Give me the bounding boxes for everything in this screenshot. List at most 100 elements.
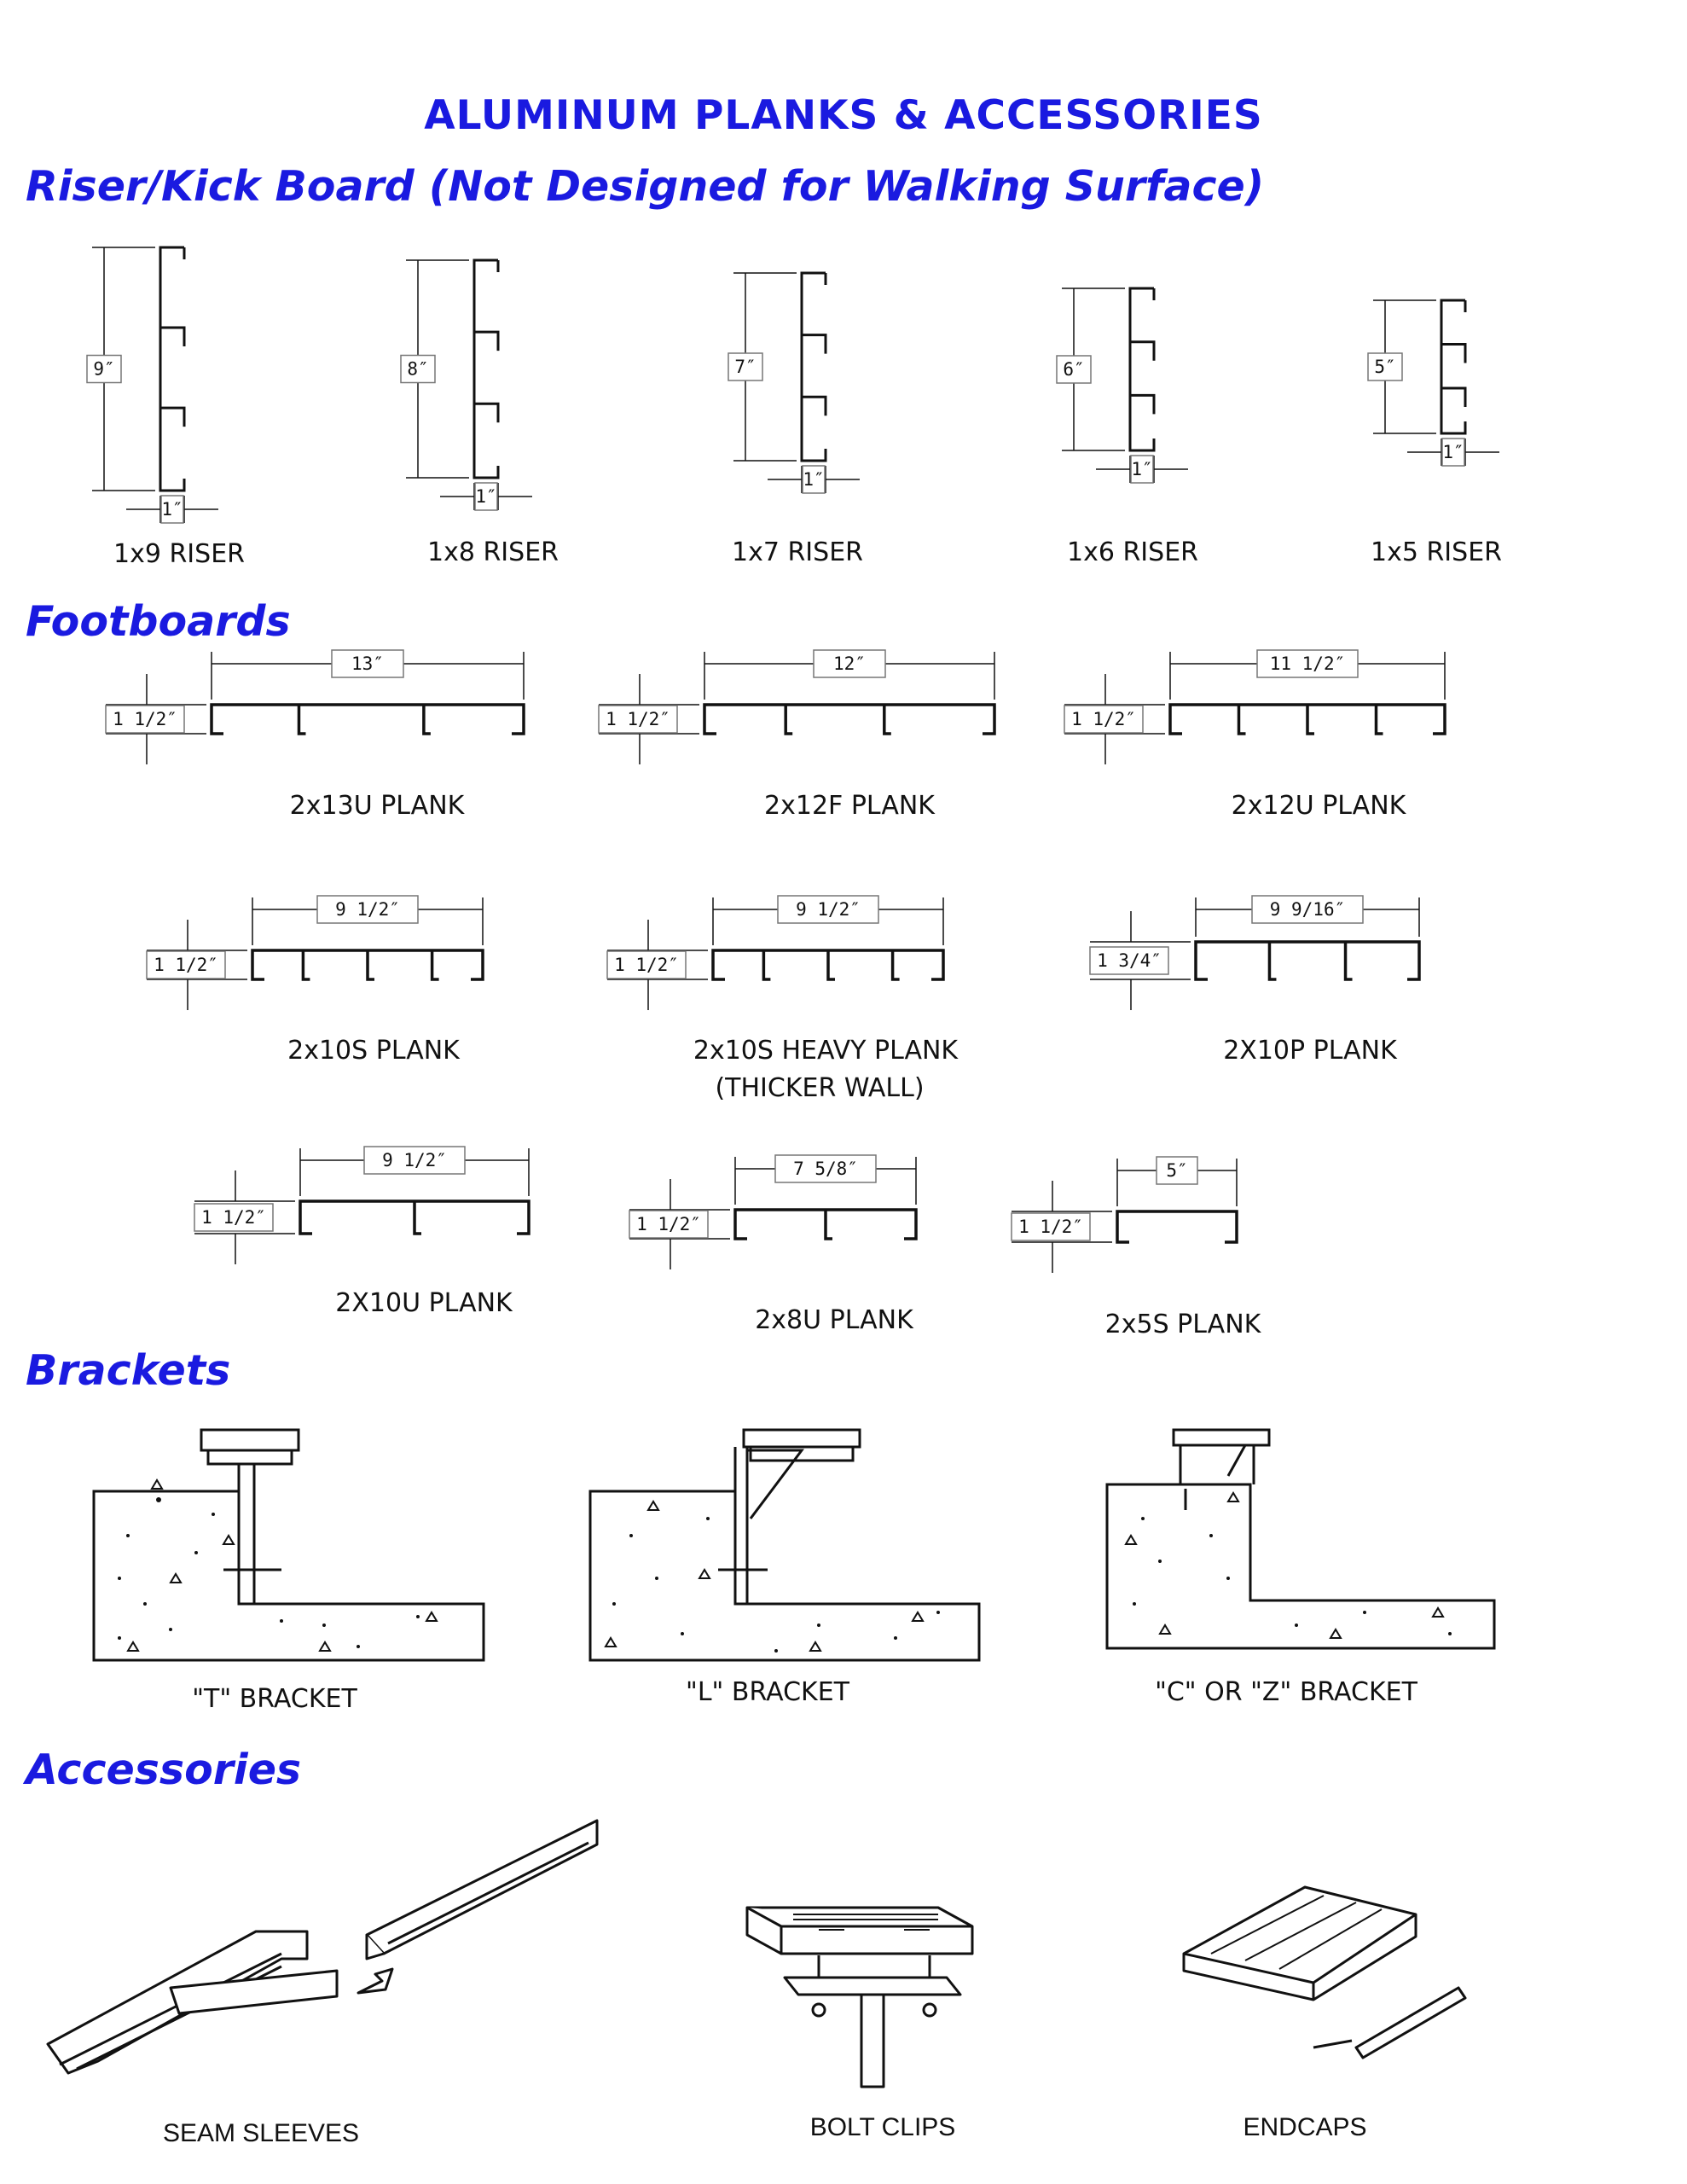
riser-2-height-label-box <box>400 354 436 384</box>
riser-4-width-label-box <box>1130 455 1154 484</box>
plank-2-height-label: 1 1/2″ <box>606 709 670 729</box>
section-heading-footboards: Footboards <box>26 597 291 646</box>
plank-9-height-line <box>1012 1181 1112 1273</box>
riser-5-profile <box>1440 299 1467 435</box>
riser-4-profile <box>1128 287 1156 452</box>
plank-2-shape <box>703 703 996 735</box>
plank-4-shape <box>251 949 484 981</box>
plank-3-height-dimension <box>1064 674 1165 764</box>
bolt-clips-drawing <box>745 1906 974 2088</box>
plank-9-height-label: 1 1/2″ <box>1018 1217 1083 1237</box>
plank-8-profile <box>733 1208 918 1240</box>
plank-4-profile <box>251 949 484 981</box>
riser-2-profile <box>472 258 500 479</box>
riser-5-shape <box>1440 299 1467 435</box>
plank-4-height-dimension <box>147 920 247 1010</box>
plank-6-height-dimension <box>1090 911 1191 1010</box>
plank-3-height-label: 1 1/2″ <box>1071 709 1136 729</box>
section-heading-riser: Riser/Kick Board (Not Designed for Walki… <box>26 162 1265 211</box>
bracket-caption-l: "L" BRACKET <box>686 1677 849 1707</box>
plank-7-height-label: 1 1/2″ <box>201 1207 266 1228</box>
plank-6-width-label-box <box>1251 895 1364 924</box>
riser-caption-1x5: 1x5 RISER <box>1371 537 1502 567</box>
plank-7-height-line <box>194 1170 295 1264</box>
plank-8-height-line <box>629 1179 730 1269</box>
plank-3-width-label: 11 1/2″ <box>1270 653 1346 674</box>
riser-1-width-label: 1″ <box>161 499 183 520</box>
plank-6-width-label: 9 9/16″ <box>1270 899 1346 920</box>
plank-1-height-label-box <box>105 705 185 734</box>
plank-3-profile <box>1168 703 1446 735</box>
accessory-caption-bolt-clips: BOLT CLIPS <box>809 2113 956 2141</box>
t-bracket-drawing <box>92 1428 485 1662</box>
plank-drawings: 13″ 1 1/2″ 12″ 1 1/2″ 11 1/2″ 1 1/2″ 9 1/2″ 1 1… <box>105 649 1446 1273</box>
seam-sleeves-drawing <box>46 1819 599 2075</box>
plank-2-height-line <box>599 674 699 764</box>
plank-caption-2x10s-heavy: 2x10S HEAVY PLANK <box>693 1036 959 1066</box>
riser-2-height-label: 8″ <box>407 359 428 380</box>
riser-2-width-line <box>440 483 532 510</box>
riser-3-width-label: 1″ <box>803 469 824 490</box>
riser-4-shape <box>1128 287 1156 452</box>
plank-9-height-dimension <box>1012 1181 1112 1273</box>
plank-1-shape <box>210 703 525 735</box>
riser-caption-1x7: 1x7 RISER <box>732 537 863 567</box>
riser-1-width-label-box <box>160 495 184 524</box>
riser-2-shape <box>472 258 500 479</box>
plank-2-width-label: 12″ <box>833 653 866 674</box>
plank-8-height-dimension <box>629 1179 730 1269</box>
riser-4-height-label: 6″ <box>1063 359 1084 380</box>
plank-caption-2x5s: 2x5S PLANK <box>1104 1310 1261 1339</box>
plank-6-height-label-box <box>1089 946 1169 975</box>
plank-9-shape <box>1116 1210 1238 1244</box>
bracket-caption-cz: "C" OR "Z" BRACKET <box>1155 1677 1417 1707</box>
riser-2-width-label: 1″ <box>475 486 496 507</box>
page-title: ALUMINUM PLANKS & ACCESSORIES <box>424 92 1263 139</box>
plank-2-width-label-box <box>813 649 886 678</box>
plank-4-width-label-box <box>316 895 419 924</box>
endcaps-drawing <box>1182 1885 1467 2059</box>
plank-5-width-label-box <box>777 895 879 924</box>
plank-6-height-label: 1 3/4″ <box>1097 950 1162 971</box>
riser-3-width-dimension <box>768 466 860 493</box>
riser-4-height-label-box <box>1056 355 1092 384</box>
riser-3-shape <box>800 271 827 462</box>
section-heading-accessories: Accessories <box>26 1745 302 1794</box>
plank-1-profile <box>210 703 525 735</box>
cz-bracket-drawing <box>1105 1428 1496 1650</box>
plank-1-width-label: 13″ <box>351 653 384 674</box>
accessory-caption-seam-sleeves: SEAM SLEEVES <box>162 2119 360 2147</box>
riser-2-width-label-box <box>474 482 498 511</box>
plank-2-height-dimension <box>599 674 699 764</box>
riser-caption-1x9: 1x9 RISER <box>113 539 245 569</box>
plank-7-height-label-box <box>194 1203 274 1232</box>
plank-7-shape <box>299 1199 530 1235</box>
riser-5-height-label-box <box>1367 352 1403 381</box>
plank-1-width-label-box <box>331 649 404 678</box>
l-bracket-drawing <box>588 1428 981 1662</box>
riser-drawings: 9″1″8″1″7″1″6″1″5″1″ <box>86 246 1499 524</box>
plank-5-height-label-box <box>606 950 687 979</box>
plank-3-shape <box>1168 703 1446 735</box>
plank-9-height-label-box <box>1011 1212 1091 1241</box>
plank-9-width-label-box <box>1156 1156 1198 1185</box>
plank-8-shape <box>733 1208 918 1240</box>
riser-5-width-label: 1″ <box>1442 442 1464 462</box>
plank-1-height-line <box>106 674 206 764</box>
plank-7-width-label-box <box>363 1146 466 1175</box>
riser-4-width-label: 1″ <box>1131 459 1152 479</box>
plank-9-profile <box>1116 1210 1238 1244</box>
riser-1-profile <box>159 246 186 492</box>
riser-5-height-label: 5″ <box>1374 357 1395 377</box>
riser-caption-1x6: 1x6 RISER <box>1067 537 1198 567</box>
riser-3-width-label-box <box>802 465 826 494</box>
plank-caption-2x10s: 2x10S PLANK <box>287 1036 460 1066</box>
plank-7-width-label: 9 1/2″ <box>382 1150 447 1170</box>
plank-3-width-label-box <box>1256 649 1359 678</box>
riser-3-profile <box>800 271 827 462</box>
plank-3-height-line <box>1064 674 1165 764</box>
plank-caption-2x10u: 2X10U PLANK <box>335 1288 513 1318</box>
riser-5-width-dimension <box>1407 439 1499 466</box>
plank-4-height-label-box <box>146 950 226 979</box>
riser-caption-1x8: 1x8 RISER <box>427 537 559 567</box>
